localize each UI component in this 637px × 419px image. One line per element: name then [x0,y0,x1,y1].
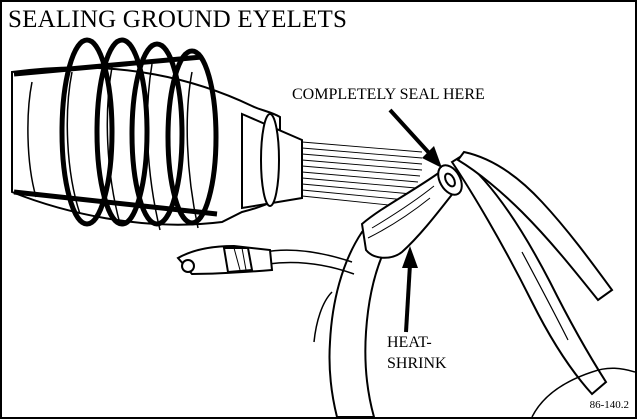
hot-air-stream [301,141,423,207]
heat-gun-cage [13,37,219,227]
needle-nose-pliers [450,150,614,396]
seal-arrow-shaft [388,108,432,156]
seal-arrowhead [422,146,442,168]
callout-heat-shrink: HEAT- SHRINK [387,332,447,374]
callout-heat-line2: SHRINK [387,355,447,372]
heat-shrink-arrowhead [402,246,418,268]
figure-code: 86-140.2 [589,399,629,411]
heat-shrink-arrow-shaft [404,263,412,333]
wire-harness [263,230,388,417]
heat-shrink-sleeve [360,170,456,259]
figure-title: SEALING GROUND EYELETS [8,6,348,33]
sealed-eyelet [437,164,463,196]
leader-arrows [388,108,442,333]
callout-completely-seal-here: COMPLETELY SEAL HERE [292,86,485,103]
hand-outline [531,367,635,417]
left-eyelet [176,244,274,276]
callout-heat-line1: HEAT- [387,334,432,351]
heat-gun-nozzle [241,112,303,210]
